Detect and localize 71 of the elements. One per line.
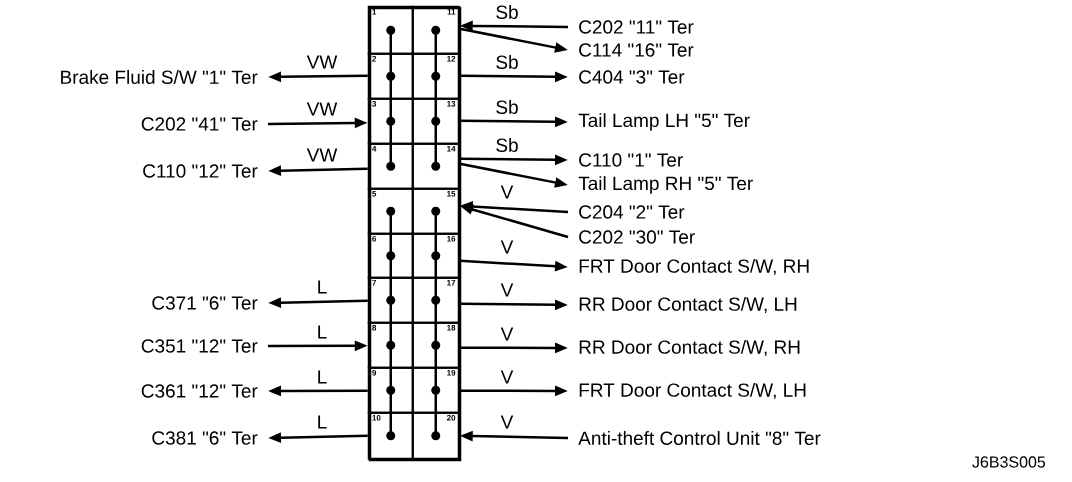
terminal-label: C202 "30" Ter	[579, 230, 695, 244]
wire-label: Sb	[494, 4, 520, 20]
terminal-label: C110 "1" Ter	[579, 153, 683, 167]
wire-label: V	[499, 282, 515, 298]
connector-cavity: 10	[367, 411, 414, 460]
connector-cavity: 19	[411, 366, 460, 414]
wire-label: VW	[305, 147, 339, 163]
terminal-label: RR Door Contact S/W, LH	[579, 296, 797, 314]
jumper-wire	[434, 345, 437, 391]
jumper-wire	[389, 76, 392, 122]
terminal-label: C361 "12" Ter	[141, 384, 258, 398]
wire-label: VW	[305, 101, 339, 117]
drawing-code: J6B3S005	[972, 456, 1046, 468]
terminal-label: Tail Lamp LH "5" Ter	[578, 113, 750, 131]
jumper-wire	[389, 345, 392, 391]
connector-cavity: 2	[367, 52, 414, 100]
connector-cavity: 12	[411, 52, 460, 100]
jumper-wire	[389, 255, 392, 301]
terminal-label: FRT Door Contact S/W, RH	[579, 258, 809, 276]
wire-label: V	[499, 184, 515, 200]
jumper-wire	[389, 121, 392, 167]
connector-cavity: 14	[411, 142, 460, 190]
terminal-label: C114 "16" Ter	[579, 43, 694, 57]
connector-cavity: 11	[411, 5, 460, 55]
terminal-label: C381 "6" Ter	[152, 431, 258, 445]
wire-label: L	[315, 369, 329, 385]
wire-label: Sb	[494, 137, 520, 153]
connector-cavity: 1	[367, 5, 414, 55]
wire-label: L	[315, 279, 329, 295]
connector-cavity: 15	[411, 187, 460, 235]
connector-cavity: 7	[367, 276, 414, 324]
terminal-label: C351 "12" Ter	[141, 339, 258, 353]
wire-label: V	[499, 239, 515, 255]
connector-block	[368, 6, 462, 462]
wire-label: V	[499, 326, 515, 342]
connector-cavity: 5	[367, 187, 414, 235]
wire-label: Sb	[494, 54, 520, 70]
terminal-label: C204 "2" Ter	[579, 205, 685, 219]
terminal-label: FRT Door Contact S/W, LH	[579, 382, 806, 400]
terminal-label: Brake Fluid S/W "1" Ter	[61, 70, 258, 84]
wire-label: Sb	[494, 99, 520, 115]
jumper-wire	[389, 300, 392, 346]
terminal-label: RR Door Contact S/W, RH	[579, 339, 800, 357]
connector-cavity: 9	[367, 366, 414, 414]
wire-label: VW	[305, 54, 339, 70]
jumper-wire	[389, 30, 392, 77]
wire-label: V	[499, 369, 515, 385]
jumper-wire	[434, 30, 437, 77]
terminal-label: C202 "41" Ter	[141, 117, 258, 131]
terminal-label: Tail Lamp RH "5" Ter	[578, 176, 753, 194]
wire-label: L	[315, 324, 329, 340]
connector-cavity: 3	[367, 97, 414, 145]
wire-label: V	[499, 414, 515, 430]
connector-cavity: 13	[411, 97, 460, 145]
connector-cavity: 8	[367, 321, 414, 369]
connector-cavity: 20	[411, 411, 460, 460]
terminal-label: C110 "12" Ter	[143, 164, 258, 178]
terminal-label: Anti-theft Control Unit "8" Ter	[578, 431, 821, 445]
connector-cavity: 16	[411, 232, 460, 279]
jumper-wire	[434, 76, 437, 122]
terminal-label: C202 "11" Ter	[579, 20, 694, 34]
jumper-wire	[434, 300, 437, 346]
jumper-wire	[389, 390, 392, 436]
connector-cavity: 4	[367, 142, 414, 190]
wire-label: L	[315, 414, 329, 430]
jumper-wire	[434, 255, 437, 301]
terminal-label: C404 "3" Ter	[579, 70, 685, 84]
terminal-label: C371 "6" Ter	[152, 296, 258, 310]
connector-cavity: 6	[367, 232, 414, 279]
connector-cavity: 17	[411, 276, 460, 324]
connector-cavity: 18	[411, 321, 460, 369]
